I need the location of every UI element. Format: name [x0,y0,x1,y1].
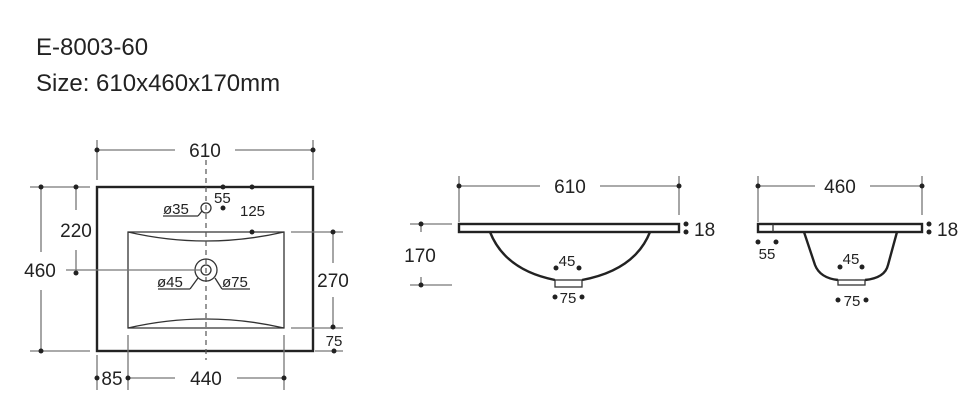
side-view: 460 18 55 45 75 [755,176,958,310]
drain-inner [200,264,212,276]
dim-height: 170 [404,246,436,267]
dim-basin-depth: 270 [317,271,349,292]
top-view: 610 460 220 270 75 85 440 ø35 55 125 ø45 [24,140,349,390]
front-drain-outer: 75 [560,290,577,307]
dim-side-thickness: 18 [937,220,958,241]
drain-outer-diameter: ø75 [222,274,248,291]
size-label: Size: 610x460x170mm [36,70,281,97]
basin-outline-top [95,185,315,353]
dim-front-width: 610 [554,177,586,198]
dim-width: 610 [189,141,221,162]
side-drain-inner: 45 [843,251,860,268]
faucet-hole-diameter: ø35 [163,201,189,218]
front-view: 610 170 18 45 75 [404,176,715,307]
dim-front-thickness: 18 [694,220,715,241]
dim-faucet-offset: 220 [60,221,92,242]
dim-front-margin: 75 [326,333,343,350]
drain-inner-diameter: ø45 [157,274,183,291]
dim-depth: 460 [24,261,56,282]
faucet-back-distance: 55 [214,190,231,207]
front-drain-inner: 45 [559,253,576,270]
model-number: E-8003-60 [36,34,149,61]
side-drain-outer: 75 [844,293,861,310]
faucet-to-basin: 125 [240,203,265,220]
overflow-offset: 55 [759,246,776,263]
dim-side-depth: 460 [824,177,856,198]
dim-side-margin: 85 [101,369,122,390]
dim-basin-width: 440 [190,369,222,390]
faucet-hole [200,202,212,214]
